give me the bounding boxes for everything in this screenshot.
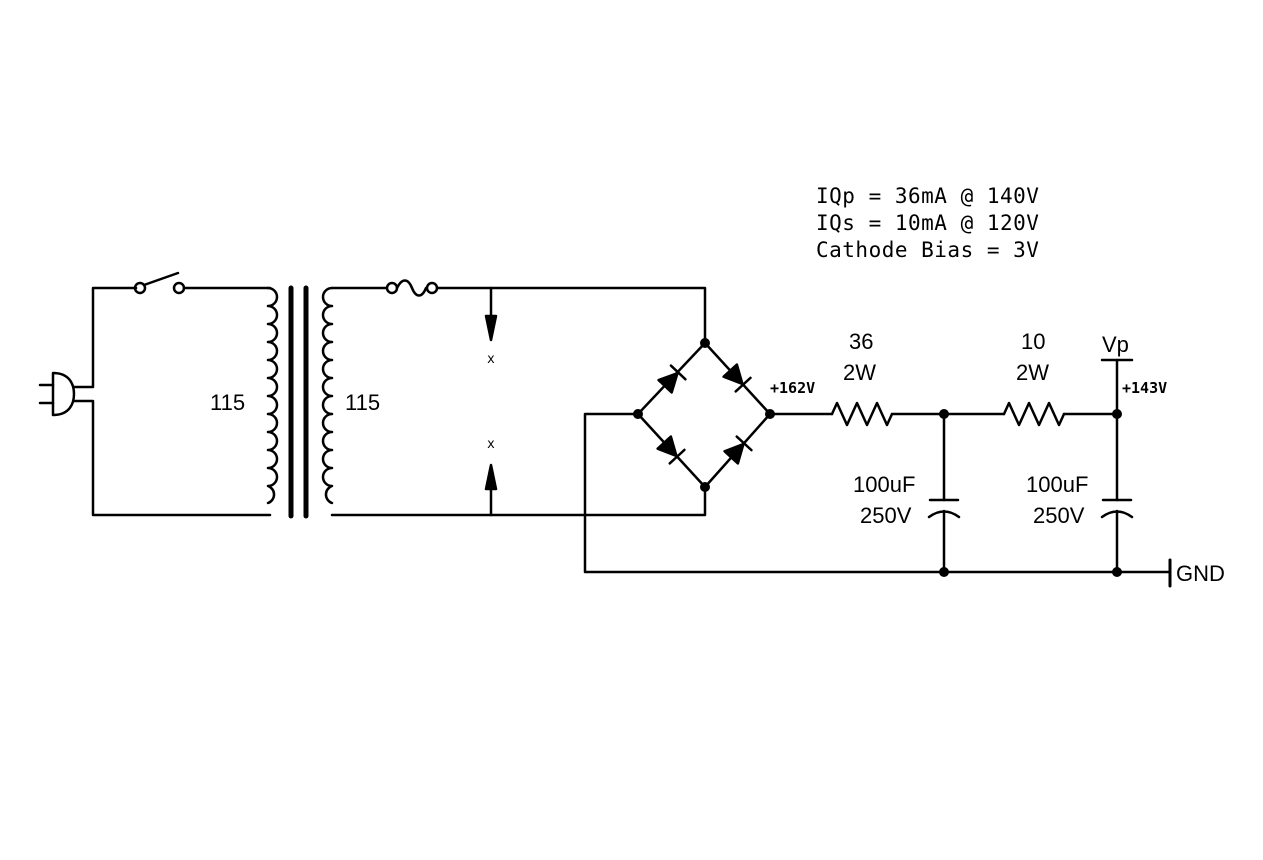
secondary-return-wire xyxy=(330,485,707,517)
resistor-10-icon xyxy=(1002,401,1066,427)
capacitor-rating: 250V xyxy=(1033,503,1085,528)
transformer-primary-coil xyxy=(266,286,279,505)
transformer-core xyxy=(288,285,309,519)
note-line: IQp = 36mA @ 140V xyxy=(816,184,1040,208)
ground-label: GND xyxy=(1176,561,1225,586)
diode-icon xyxy=(722,363,752,393)
capacitor-1-icon xyxy=(927,412,961,574)
ground-rail xyxy=(583,412,1172,574)
test-marker-top xyxy=(484,286,498,342)
fuse-icon xyxy=(330,279,707,345)
secondary-winding-label: 115 xyxy=(345,390,381,415)
diode-icon xyxy=(657,364,687,394)
ac-plug-icon xyxy=(38,286,272,517)
resistor-36-icon xyxy=(830,401,894,427)
resistor-rating: 2W xyxy=(843,360,876,385)
vp-voltage: +143V xyxy=(1122,379,1168,397)
capacitor-rating: 250V xyxy=(860,503,912,528)
primary-winding-label: 115 xyxy=(210,390,246,415)
rectifier-output-voltage: +162V xyxy=(770,379,816,397)
diode-icon xyxy=(656,435,686,465)
note-line: IQs = 10mA @ 120V xyxy=(816,211,1040,235)
resistor-rating: 2W xyxy=(1016,360,1049,385)
vp-label: Vp xyxy=(1102,332,1129,357)
resistor-value: 10 xyxy=(1021,329,1046,354)
test-marker-label: x xyxy=(487,437,495,452)
bridge-rectifier xyxy=(636,341,772,489)
test-marker-label: x xyxy=(487,352,495,367)
resistor-value: 36 xyxy=(849,329,874,354)
junction-dots xyxy=(633,338,1122,577)
capacitor-value: 100uF xyxy=(1026,472,1089,497)
power-switch-icon xyxy=(133,271,272,295)
capacitor-value: 100uF xyxy=(853,472,916,497)
transformer-secondary-coil xyxy=(321,286,334,505)
operating-notes: IQp = 36mA @ 140V IQs = 10mA @ 120V Cath… xyxy=(816,183,1039,264)
note-line: Cathode Bias = 3V xyxy=(816,238,1040,262)
capacitor-2-icon xyxy=(1100,412,1134,574)
test-marker-bottom xyxy=(484,463,498,517)
diode-icon xyxy=(723,435,753,465)
